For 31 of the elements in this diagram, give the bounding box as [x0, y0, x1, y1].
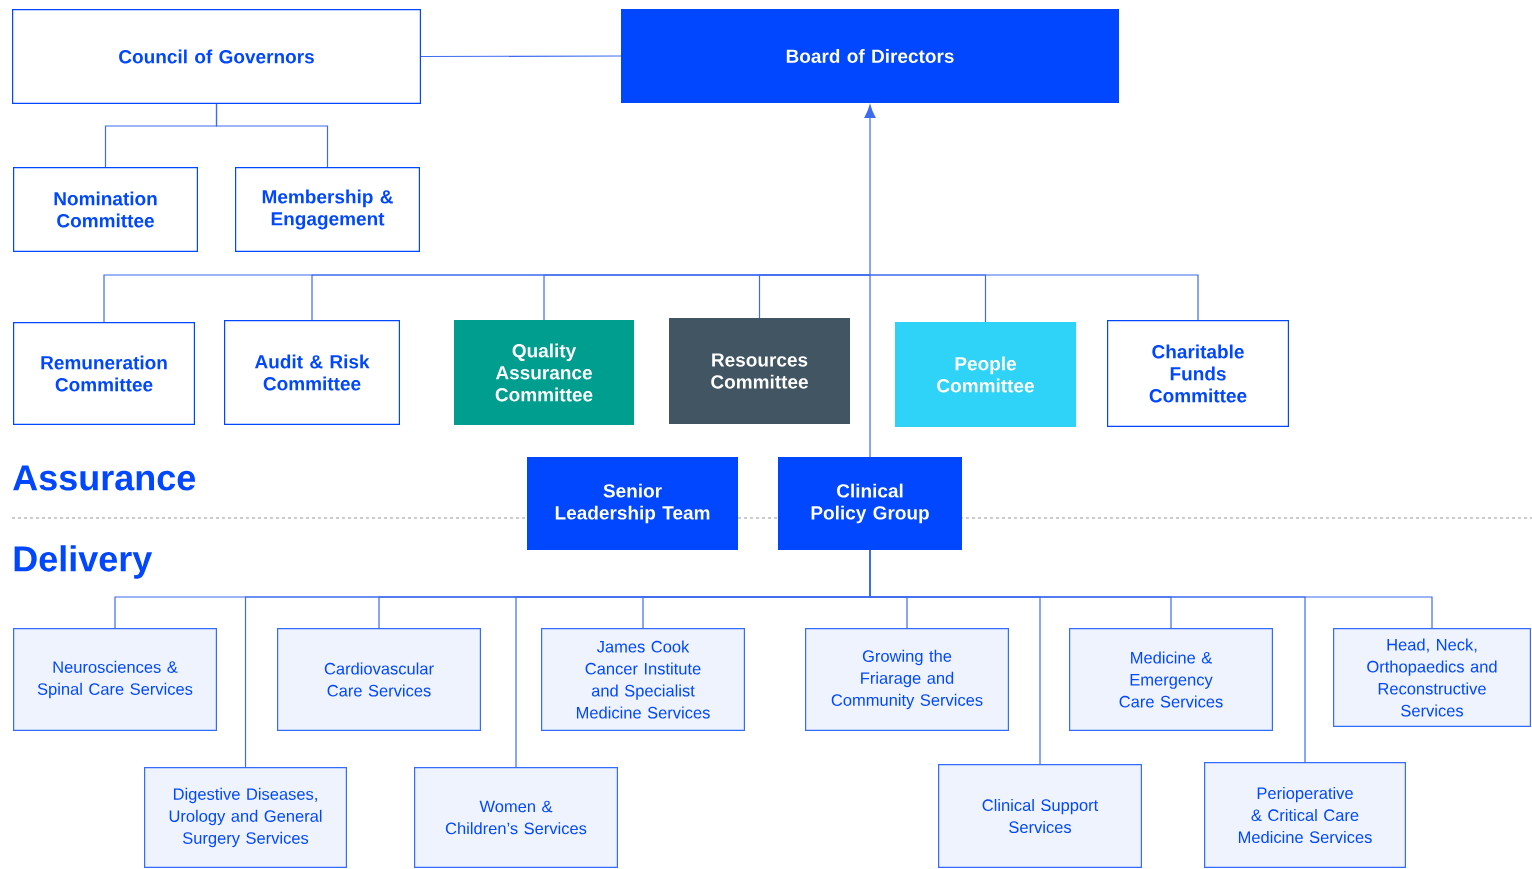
service-box: Cardiovascular Care Services — [277, 628, 481, 731]
service-box: Clinical Support Services — [938, 764, 1142, 868]
connector — [420, 55, 622, 58]
connector — [758, 274, 871, 319]
committee-box: Senior Leadership Team — [527, 457, 738, 550]
connector — [869, 274, 1199, 321]
committee-box: Charitable Funds Committee — [1107, 320, 1289, 427]
committee-box: Board of Directors — [621, 9, 1119, 103]
committee-box: Council of Governors — [12, 9, 421, 104]
committee-box: People Committee — [895, 322, 1076, 427]
section-heading: Delivery — [14, 545, 153, 579]
committee-box: Clinical Policy Group — [778, 457, 962, 550]
section-heading: Assurance — [13, 465, 196, 491]
service-box: Head, Neck, Orthopaedics and Reconstructive Services — [1333, 628, 1531, 727]
arrow — [864, 104, 876, 276]
service-box: Medicine & Emergency Care Services — [1069, 628, 1273, 731]
service-box: Perioperative & Critical Care Medicine Services — [1204, 762, 1406, 868]
service-box: Growing the Friarage and Community Services — [805, 628, 1009, 731]
committee-box: Nomination Committee — [13, 167, 198, 252]
connector — [215, 103, 329, 168]
connector — [869, 274, 871, 458]
service-box: Digestive Diseases, Urology and General Surgery Services — [144, 767, 347, 868]
committee-box: Resources Committee — [669, 318, 850, 424]
committee-box: Membership & Engagement — [235, 167, 420, 252]
service-box: Neurosciences & Spinal Care Services — [13, 628, 217, 731]
committee-box: Remuneration Committee — [13, 322, 195, 425]
service-box: James Cook Cancer Institute and Specialist Medicine Services — [541, 628, 745, 731]
committee-box: Quality Assurance Committee — [454, 320, 634, 425]
connector — [869, 549, 1306, 763]
committee-box: Audit & Risk Committee — [224, 320, 400, 425]
service-box: Women & Children’s Services — [414, 767, 618, 868]
